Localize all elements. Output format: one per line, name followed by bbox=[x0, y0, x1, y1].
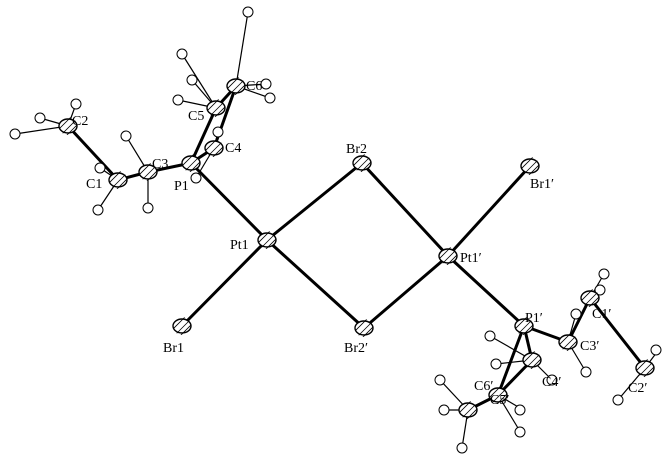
ligand-bonds bbox=[66, 84, 647, 412]
label-c5p: C5′ bbox=[490, 393, 509, 408]
label-c4p: C4′ bbox=[542, 375, 561, 390]
label-c6p: C6′ bbox=[474, 379, 493, 394]
bond-pt1p-br2p bbox=[362, 254, 450, 330]
bond-pt1-br2 bbox=[265, 161, 364, 242]
label-c2p: C2′ bbox=[628, 381, 647, 396]
label-p1p: P1′ bbox=[525, 311, 543, 326]
label-br1p: Br1′ bbox=[530, 177, 554, 192]
core-bonds bbox=[180, 161, 532, 330]
bond-br2-pt1p bbox=[360, 161, 450, 258]
label-br2: Br2 bbox=[346, 142, 367, 157]
bond-br2p-pt1 bbox=[265, 238, 366, 330]
label-br1: Br1 bbox=[163, 341, 184, 356]
heavy-atoms bbox=[58, 76, 655, 420]
label-c3: C3 bbox=[152, 157, 168, 172]
bond-c3p-c1p bbox=[566, 296, 592, 344]
label-pt1: Pt1 bbox=[230, 238, 249, 253]
atom-labels: Pt1 Pt1′ Br1 Br2 Br1′ Br2′ P1 P1′ C1 C2 … bbox=[72, 79, 647, 408]
bond-c1-c2 bbox=[66, 124, 120, 182]
bond-pt1p-br1p bbox=[446, 164, 532, 258]
bond-pt1-br1 bbox=[180, 238, 269, 328]
label-p1: P1 bbox=[174, 179, 189, 194]
bond-p1p-c5p bbox=[496, 324, 526, 397]
label-c2: C2 bbox=[72, 114, 88, 129]
atom-c3p bbox=[558, 332, 578, 352]
label-br2p: Br2′ bbox=[344, 341, 368, 356]
label-c1p: C1′ bbox=[592, 307, 611, 322]
label-c4: C4 bbox=[225, 141, 241, 156]
bond-c4-c6 bbox=[212, 84, 238, 150]
label-pt1p: Pt1′ bbox=[460, 251, 482, 266]
label-c1: C1 bbox=[86, 177, 102, 192]
label-c5: C5 bbox=[188, 109, 204, 124]
atom-c4 bbox=[204, 138, 224, 158]
bond-p1-c5 bbox=[189, 106, 218, 165]
bond-pt1p-p1p bbox=[446, 254, 526, 328]
bond-pt1-p1 bbox=[189, 161, 269, 242]
label-c3p: C3′ bbox=[580, 339, 599, 354]
label-c6: C6 bbox=[246, 79, 262, 94]
bond-c1p-c2p bbox=[588, 296, 647, 370]
hydrogen-atoms bbox=[9, 6, 662, 454]
